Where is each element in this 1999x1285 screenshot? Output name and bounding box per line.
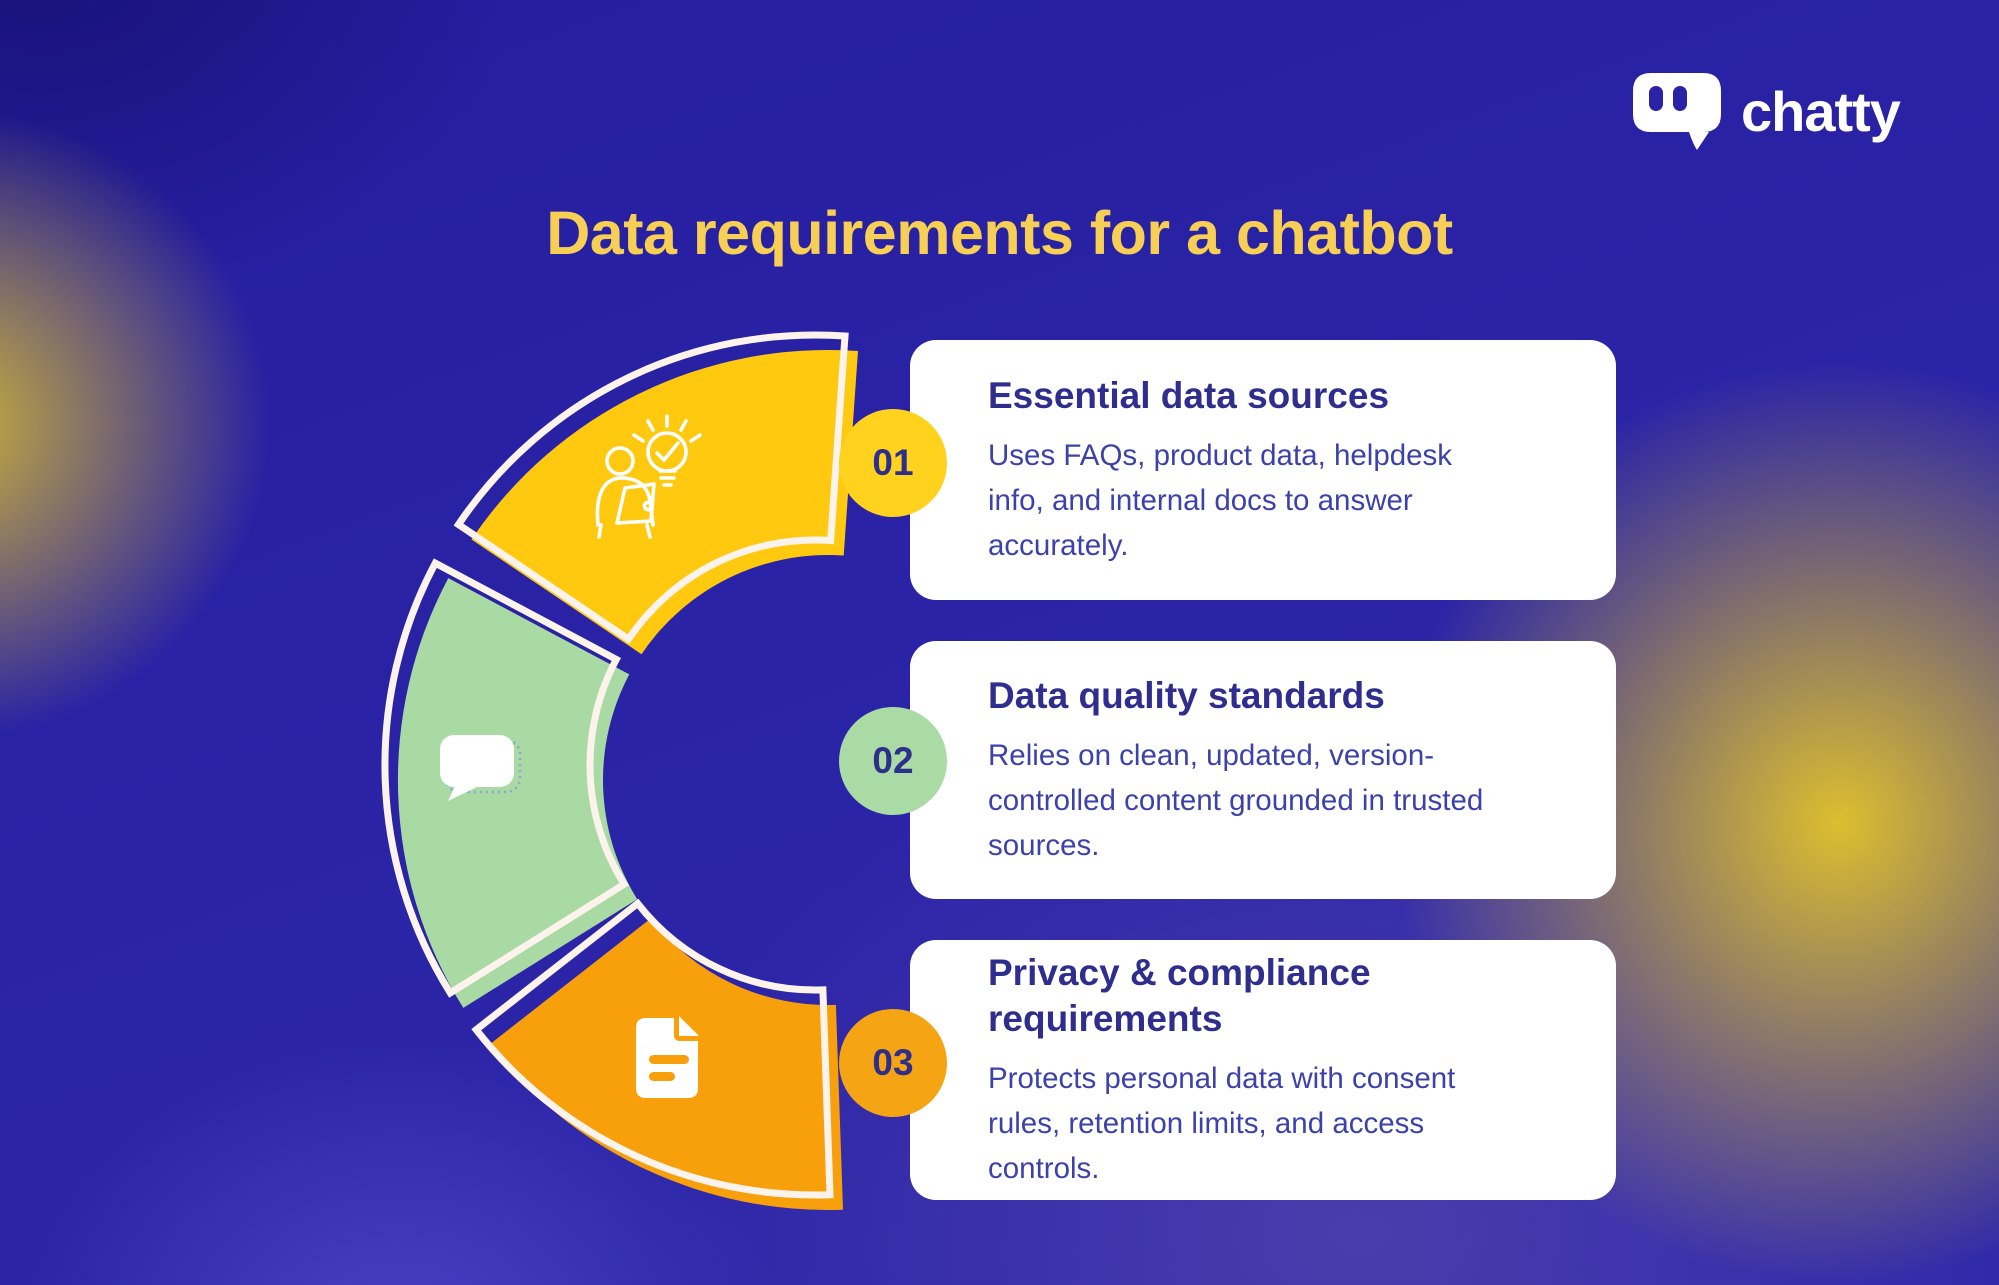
card-privacy-compliance: Privacy & compliance requirements Protec…	[910, 940, 1616, 1200]
card-heading: Data quality standards	[988, 674, 1385, 716]
step-number: 03	[872, 1042, 914, 1083]
step-badge-03: 03	[839, 1009, 947, 1117]
step-badge-02: 02	[839, 707, 947, 815]
step-number: 01	[872, 442, 914, 483]
brand-logo: chatty	[1631, 70, 1901, 152]
brand-name: chatty	[1741, 79, 1901, 143]
document-icon	[636, 1016, 699, 1098]
step-number: 02	[872, 740, 914, 781]
ring-segment-data-quality-standards	[381, 558, 638, 1008]
ring-segment-essential-data-sources	[453, 331, 858, 655]
ring-segment-privacy-compliance	[471, 898, 843, 1210]
card-body: Protects personal data with consent rule…	[988, 1061, 1456, 1185]
card-essential-data-sources: Essential data sources Uses FAQs, produc…	[910, 340, 1616, 600]
chat-bubble-logo-icon	[1633, 73, 1721, 150]
card-body: Uses FAQs, product data, helpdesk info, …	[988, 438, 1453, 562]
step-badge-01: 01	[839, 409, 947, 517]
page-title: Data requirements for a chatbot	[546, 199, 1453, 267]
person-lightbulb-icon	[595, 414, 702, 539]
card-heading: Privacy & compliance requirements	[988, 951, 1371, 1039]
card-heading: Essential data sources	[988, 374, 1390, 416]
speech-bubble-icon	[440, 735, 522, 801]
card-body: Relies on clean, updated, version- contr…	[988, 738, 1484, 862]
card-data-quality-standards: Data quality standards Relies on clean, …	[910, 641, 1616, 899]
